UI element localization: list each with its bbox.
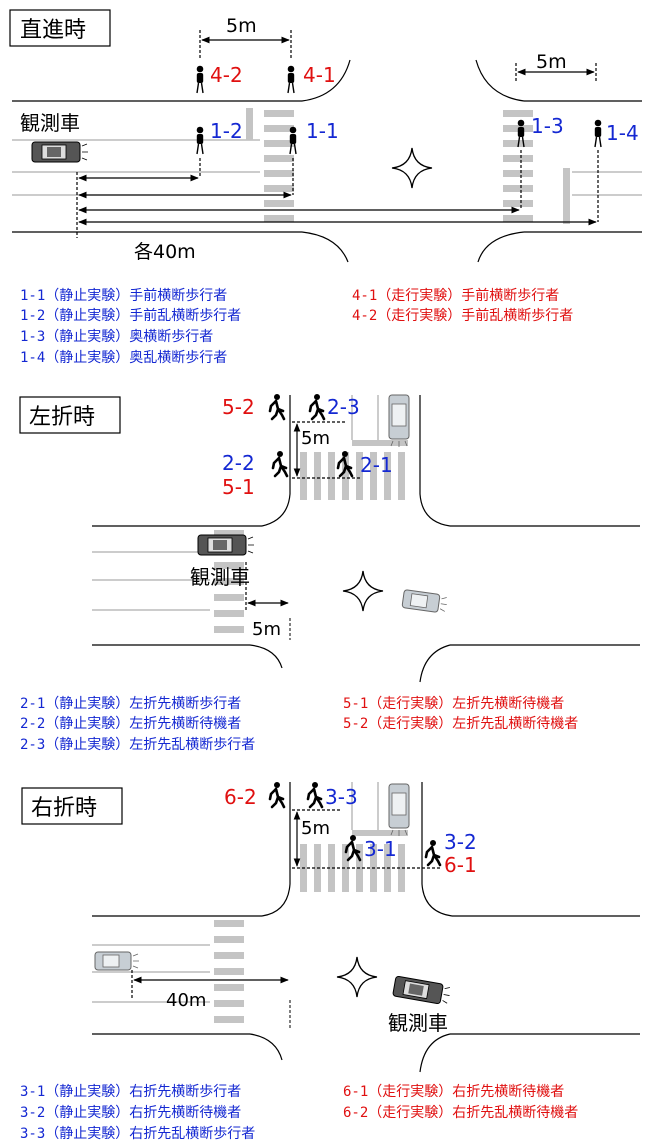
intersection-center-icon (391, 147, 433, 189)
lane-lines (92, 395, 379, 640)
oncoming-car-icon (388, 394, 410, 448)
dist-label-horizontal: 5m (252, 619, 281, 640)
intersection-center-icon (336, 956, 378, 998)
legend-item: 3-3（静止実験）右折先乱横断歩行者 (20, 1126, 255, 1142)
legend-item: 2-1（静止実験）左折先横断歩行者 (20, 696, 241, 712)
ped-label-1-1: 1-1 (306, 119, 339, 143)
ped-label-3-1: 3-1 (364, 837, 397, 861)
crosswalk-far (503, 110, 533, 222)
stop-line (352, 830, 408, 836)
legend-item: 1-2（静止実験）手前乱横断歩行者 (20, 307, 241, 324)
dimension-lines (131, 809, 440, 1000)
car-label: 観測車 (20, 111, 80, 135)
ped-label-4-2: 4-2 (210, 63, 243, 87)
car-label: 観測車 (388, 1011, 448, 1035)
legend-item: 2-2（静止実験）左折先横断待機者 (20, 716, 241, 732)
waiting-car-icon (94, 951, 140, 971)
observation-car-icon (31, 141, 89, 163)
legend-left-turn: 2-1（静止実験）左折先横断歩行者 2-2（静止実験）左折先横断待機者 2-3（… (20, 696, 578, 753)
intersection-center-icon (342, 570, 384, 612)
stop-line (352, 440, 408, 446)
section-title: 直進時 (20, 18, 86, 43)
dist-label-vertical: 5m (301, 428, 330, 449)
legend-item: 5-2（走行実験）左折先乱横断待機者 (343, 716, 578, 732)
title-box (21, 787, 123, 825)
legend-item: 4-1（走行実験）手前横断歩行者 (352, 287, 559, 304)
pedestrian-icon (594, 118, 602, 148)
pedestrian-icon (271, 449, 289, 478)
car-label: 観測車 (190, 565, 250, 589)
pedestrian-icon (289, 125, 297, 155)
legend-item: 5-1（走行実験）左折先横断待機者 (343, 696, 564, 712)
pedestrian-icon (308, 392, 326, 421)
legend-item: 1-4（静止実験）奥乱横断歩行者 (20, 349, 227, 366)
lane-lines (12, 139, 642, 196)
ped-label-3-3: 3-3 (325, 785, 358, 809)
turning-car-icon (401, 589, 449, 615)
legend-item: 4-2（走行実験）手前乱横断歩行者 (352, 307, 573, 324)
ped-label-5-2: 5-2 (222, 395, 255, 419)
oncoming-car-icon (388, 783, 410, 837)
dist-label-top-far: 5m (536, 51, 567, 73)
legend-item: 1-1（静止実験）手前横断歩行者 (20, 287, 227, 304)
legend-item: 1-3（静止実験）奥横断歩行者 (20, 328, 213, 345)
pedestrian-icon (268, 392, 286, 421)
title-box (9, 9, 111, 47)
ped-label-1-2: 1-2 (210, 119, 243, 143)
pedestrian-icon (306, 780, 324, 809)
title-box (19, 396, 121, 434)
legend-item: 6-1（走行実験）右折先横断待機者 (343, 1084, 564, 1100)
crosswalk-near (264, 110, 294, 222)
section-straight: 直進時 (9, 9, 642, 366)
section-title: 左折時 (29, 405, 95, 430)
legend-straight: 1-1（静止実験）手前横断歩行者 1-2（静止実験）手前乱横断歩行者 1-3（静… (20, 287, 573, 366)
dist-label-horizontal: 40m (166, 990, 206, 1011)
ped-label-1-3: 1-3 (531, 114, 564, 138)
section-right-turn: 右折時 (20, 780, 640, 1142)
road-lines (92, 395, 640, 683)
pedestrian-icon (195, 64, 205, 94)
dist-label-bottom: 各40m (134, 241, 196, 263)
dimension-lines (76, 30, 599, 238)
ped-label-5-1: 5-1 (222, 475, 255, 499)
ped-label-6-2: 6-2 (224, 785, 257, 809)
pedestrian-icon (336, 449, 354, 478)
lane-lines (92, 782, 379, 1030)
dist-label-vertical: 5m (301, 818, 330, 839)
section-title: 右折時 (31, 796, 97, 821)
section-left-turn: 左折時 (19, 392, 640, 753)
road-lines (92, 782, 640, 1073)
dimension-lines (245, 421, 360, 612)
ped-label-3-2: 3-2 (444, 830, 477, 854)
observation-car-icon (197, 534, 255, 556)
ped-label-1-4: 1-4 (606, 121, 639, 145)
pedestrian-icon (424, 838, 442, 867)
legend-item: 6-2（走行実験）右折先乱横断待機者 (343, 1105, 578, 1121)
crosswalk-left (214, 920, 244, 1023)
observation-car-icon (392, 975, 452, 1006)
pedestrian-icon (287, 64, 295, 94)
ped-label-2-2: 2-2 (222, 451, 255, 475)
pedestrian-icon (195, 125, 205, 155)
legend-right-turn: 3-1（静止実験）右折先横断歩行者 3-2（静止実験）右折先横断待機者 3-3（… (20, 1084, 578, 1142)
dist-label-top: 5m (226, 15, 257, 37)
ped-label-6-1: 6-1 (444, 853, 477, 877)
legend-item: 3-2（静止実験）右折先横断待機者 (20, 1105, 241, 1121)
crosswalk-top (300, 452, 405, 500)
stop-lines (246, 108, 570, 224)
ped-label-2-1: 2-1 (360, 453, 393, 477)
legend-item: 2-3（静止実験）左折先乱横断歩行者 (20, 737, 255, 753)
road-lines (12, 59, 642, 263)
ped-label-2-3: 2-3 (327, 395, 360, 419)
pedestrian-icon (268, 780, 286, 809)
legend-item: 3-1（静止実験）右折先横断歩行者 (20, 1084, 241, 1100)
ped-label-4-1: 4-1 (303, 63, 336, 87)
